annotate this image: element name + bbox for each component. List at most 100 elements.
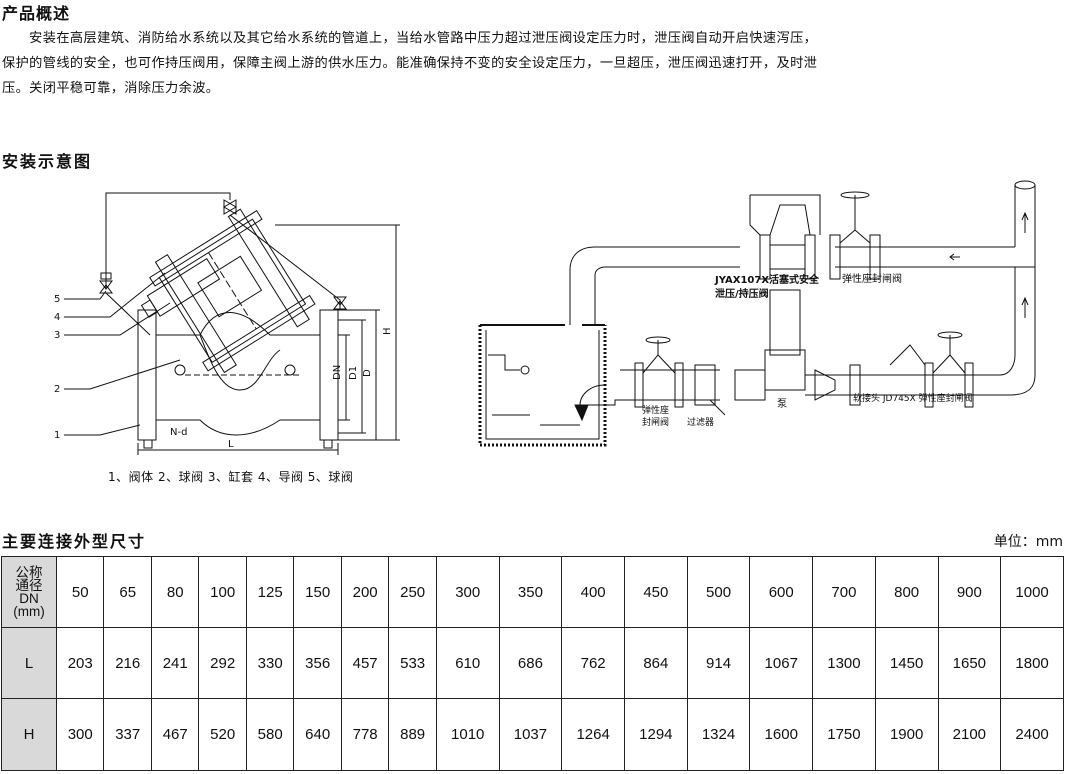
- table-cell: 2100: [937, 698, 1002, 771]
- table-cell: 450: [623, 556, 688, 628]
- top-ball-valve: [223, 199, 237, 215]
- installation-schematic: JYAX107X活塞式安全 泄压/持压阀 弹性座封闸阀 弹性座 封闸阀 过滤器 …: [478, 180, 1036, 447]
- install-title: 安装示意图: [2, 152, 93, 171]
- filter-label: 过滤器: [687, 416, 714, 428]
- callout-4: 4: [54, 312, 60, 323]
- pump-label: 泵: [777, 398, 787, 410]
- table-cell: 100: [198, 556, 247, 628]
- callout-1: 1: [54, 430, 60, 441]
- dim-dn-label: DN: [332, 365, 343, 380]
- table-cell: 1000: [1000, 556, 1064, 628]
- table-cell: 200: [340, 556, 390, 628]
- table-cell: 2400: [1000, 698, 1064, 771]
- table-cell: 1600: [749, 698, 814, 771]
- table-cell: 500: [686, 556, 751, 628]
- relief-valve-label-2: 泄压/持压阀: [715, 287, 769, 300]
- dn-header-cell: 公称 通径 DN (mm): [1, 556, 57, 628]
- dim-nd-label: N-d: [170, 427, 187, 438]
- overview-title: 产品概述: [2, 4, 71, 23]
- table-cell: 864: [623, 627, 688, 699]
- table-cell: 914: [686, 627, 751, 699]
- valve-section-drawing: DN D1 D H L N-d 5 4 3 2 1: [54, 192, 400, 455]
- flexible-joint: [814, 364, 861, 406]
- overview-line-2: 保护的管线的安全，也可作持压阀用，保障主阀上游的供水压力。能准确保持不变的安全设…: [2, 56, 818, 71]
- table-cell: 1037: [498, 698, 563, 771]
- table-cell: 203: [55, 627, 105, 699]
- table-cell: 250: [388, 556, 437, 628]
- callout-3: 3: [54, 330, 60, 341]
- dn-header-line: 通径: [15, 578, 43, 593]
- table-cell: 1010: [435, 698, 500, 771]
- table-cell: 216: [103, 627, 152, 699]
- water-tank: [478, 324, 607, 447]
- table-cell: 762: [561, 627, 625, 699]
- dimension-lines: [137, 224, 400, 455]
- dim-d1-label: D1: [348, 366, 359, 380]
- dn-header-line: 公称: [15, 565, 43, 580]
- table-cell: 65: [103, 556, 152, 628]
- dn-header-line: (mm): [13, 604, 45, 619]
- overview-line-3: 压。关闭平稳可靠，消除压力余波。: [2, 81, 220, 96]
- table-cell: 1900: [874, 698, 939, 771]
- relief-valve-label-1: JYAX107X活塞式安全: [714, 273, 820, 286]
- table-cell: 1300: [812, 627, 876, 699]
- right-gate-valve: [924, 331, 974, 408]
- table-cell: 580: [245, 698, 295, 771]
- table-cell: 350: [498, 556, 563, 628]
- table-cell: 533: [388, 627, 437, 699]
- table-cell: 520: [198, 698, 247, 771]
- table-cell: 1294: [623, 698, 688, 771]
- bottom-gate-valve-label-2: 封闸阀: [642, 416, 669, 428]
- table-cell: 457: [340, 627, 390, 699]
- table-cell: 1750: [812, 698, 876, 771]
- table-cell: 1067: [749, 627, 814, 699]
- right-components-label: 软接头 JD745X 弹性座封闸阀: [853, 392, 973, 404]
- table-cell: 700: [812, 556, 876, 628]
- dim-l-label: L: [228, 439, 234, 450]
- table-cell: 1450: [874, 627, 939, 699]
- table-cell: 1324: [686, 698, 751, 771]
- dn-header-line: DN: [19, 591, 39, 606]
- pump: [734, 289, 806, 401]
- table-cell: 50: [55, 556, 105, 628]
- bottom-gate-valve-label-1: 弹性座: [642, 404, 669, 416]
- filter: [694, 364, 726, 416]
- table-cell: 889: [388, 698, 437, 771]
- cylinder-sleeve: [149, 208, 316, 374]
- table-cell: 1264: [561, 698, 625, 771]
- main-valve-body: [137, 309, 339, 441]
- relief-valve-top: [749, 194, 821, 280]
- table-cell: 778: [340, 698, 390, 771]
- figure-caption: 1、阀体 2、球阀 3、缸套 4、导阀 5、球阀: [108, 470, 354, 484]
- table-cell: 1650: [937, 627, 1002, 699]
- table-cell: 610: [435, 627, 500, 699]
- table-cell: 150: [293, 556, 342, 628]
- table-cell: 125: [245, 556, 295, 628]
- overview-line-1: 安装在高层建筑、消防给水系统以及其它给水系统的管道上，当给水管路中压力超过泄压阀…: [2, 31, 818, 46]
- table-cell: 300: [55, 698, 105, 771]
- row-label-l: L: [1, 627, 57, 699]
- table-cell: 400: [561, 556, 625, 628]
- table-cell: 600: [749, 556, 814, 628]
- table-cell: 300: [435, 556, 500, 628]
- table-cell: 640: [293, 698, 342, 771]
- table-cell: 80: [150, 556, 200, 628]
- callout-2: 2: [54, 384, 60, 395]
- pilot-valve: [140, 258, 221, 318]
- table-cell: 356: [293, 627, 342, 699]
- table-cell: 292: [198, 627, 247, 699]
- row-label-h: H: [1, 698, 57, 771]
- table-cell: 330: [245, 627, 295, 699]
- table-cell: 900: [937, 556, 1002, 628]
- table-cell: 241: [150, 627, 200, 699]
- table-cell: 337: [103, 698, 152, 771]
- dim-h-label: H: [382, 327, 393, 335]
- table-cell: 1800: [1000, 627, 1064, 699]
- dimensions-title: 主要连接外型尺寸: [2, 532, 147, 551]
- table-cell: 467: [150, 698, 200, 771]
- unit-label: 单位：mm: [993, 534, 1063, 550]
